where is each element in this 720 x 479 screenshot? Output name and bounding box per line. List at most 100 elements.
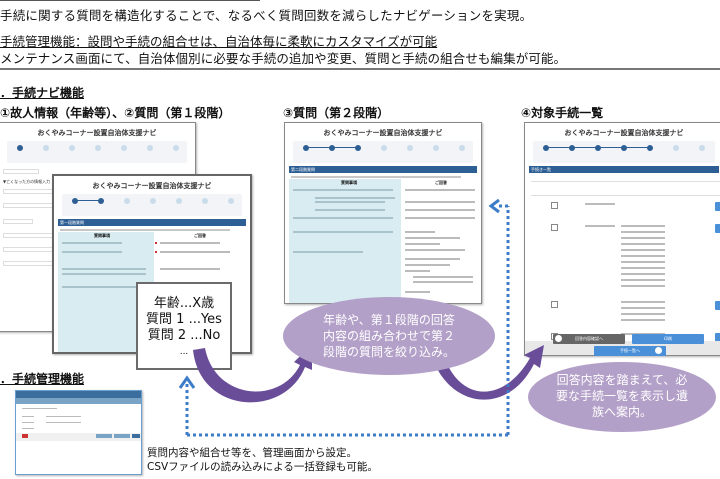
- curved-arrow-1: [193, 345, 312, 403]
- app-title: おくやみコーナー設置自治体支援ナビ: [564, 129, 684, 137]
- admin-action-button[interactable]: [96, 434, 112, 438]
- answer-options[interactable]: [405, 189, 475, 191]
- caption-step3: ③質問（第２段階）: [283, 106, 390, 120]
- step-dot: [647, 145, 653, 151]
- print-button[interactable]: 印刷: [632, 334, 704, 344]
- step-dot: [303, 145, 309, 151]
- callout-q1: 質問 1 ...Yes: [146, 312, 222, 327]
- step-dot: [355, 145, 361, 151]
- answer-checkbox[interactable]: [405, 243, 440, 245]
- admin-header: [16, 391, 141, 398]
- step-dot: [150, 198, 156, 204]
- answer-checkbox[interactable]: [405, 249, 465, 251]
- app-title: おくやみコーナー設置自治体支援ナビ: [92, 182, 212, 190]
- admin-note: 質問内容や組合せ等を、管理画面から設定。 CSVファイルの読み込みによる一括登録…: [147, 447, 378, 473]
- answer-options[interactable]: [405, 201, 475, 203]
- management-heading: 手続管理機能：設問や手続の組合せは、自治体毎に柔軟にカスタマイズが可能: [0, 34, 438, 49]
- question-header: 質問事項: [94, 233, 110, 238]
- step-dot: [433, 145, 439, 151]
- step-dot: [329, 145, 335, 151]
- section-band: 手続き一覧: [529, 166, 719, 173]
- procedure-checkbox[interactable]: [551, 224, 558, 231]
- admin-save-button[interactable]: [132, 434, 140, 438]
- screenshot-procedure-list: おくやみコーナー設置自治体支援ナビ 手続き一覧: [524, 122, 720, 356]
- step-dot: [621, 145, 627, 151]
- delete-button[interactable]: [22, 434, 28, 438]
- step-dot: [69, 145, 75, 151]
- top-rule: [0, 0, 260, 1]
- answer-checkbox[interactable]: [405, 237, 460, 239]
- answer-options[interactable]: [160, 242, 220, 244]
- step-dot: [124, 198, 130, 204]
- answer-checkbox[interactable]: [405, 258, 460, 260]
- step-dot: [121, 145, 127, 151]
- step-indicator: [62, 194, 242, 216]
- procedure-list-bubble: 回答内容を踏まえて、必 要な手続一覧を表示し遺 族へ案内。: [528, 362, 716, 432]
- app-title: おくやみコーナー設置自治体支援ナビ: [323, 129, 443, 137]
- admin-breadcrumb: [16, 398, 141, 404]
- admin-action-button[interactable]: [114, 434, 130, 438]
- procedure-detail-button[interactable]: [715, 301, 720, 310]
- app-title: おくやみコーナー設置自治体支援ナビ: [37, 129, 157, 137]
- step-dot: [543, 145, 549, 151]
- answer-summary-callout: 年齢...X歳 質問 1 ...Yes 質問 2 ...No ...: [136, 282, 232, 370]
- answer-header: ご回答: [194, 233, 206, 238]
- callout-q2: 質問 2 ...No: [147, 328, 221, 343]
- step-dot: [17, 145, 23, 151]
- stage2-filter-bubble: 年齢や、第１段階の回答 内容の組み合わせで第２ 段階の質問を絞り込み。: [283, 297, 495, 375]
- step-dot: [176, 198, 182, 204]
- arrow-up-icon: [178, 375, 196, 389]
- step-dot: [381, 145, 387, 151]
- answer-checkbox[interactable]: [405, 291, 430, 293]
- section-divider: [0, 68, 720, 70]
- arrow-left-icon: [488, 198, 500, 214]
- callout-more: ...: [179, 347, 189, 357]
- callout-age: 年齢...X歳: [153, 296, 215, 311]
- procedure-detail-button[interactable]: [715, 333, 720, 342]
- answer-options[interactable]: [405, 217, 475, 219]
- step-dot: [595, 145, 601, 151]
- step-indicator: [533, 141, 715, 163]
- step-dot: [407, 145, 413, 151]
- screenshot-admin: [15, 390, 142, 475]
- caption-step12: ①故人情報（年齢等）、②質問（第１段階）: [0, 106, 231, 120]
- procedure-checkbox[interactable]: [551, 301, 558, 308]
- step-dot: [95, 145, 101, 151]
- next-list-button[interactable]: 手続一覧へ: [594, 346, 666, 356]
- screenshot-question-stage2: おくやみコーナー設置自治体支援ナビ 第二段階質問 質問事項 ご回答: [284, 122, 482, 304]
- form-input[interactable]: [3, 169, 39, 174]
- step-dot: [569, 145, 575, 151]
- section-band: 第一段階質問: [58, 219, 246, 226]
- procedure-checkbox[interactable]: [551, 202, 558, 209]
- step-dot: [699, 145, 705, 151]
- answer-checkbox[interactable]: [405, 231, 435, 233]
- back-to-confirm-button[interactable]: 回答内容確認へ: [553, 334, 625, 344]
- procedure-detail-button[interactable]: [715, 224, 720, 233]
- step-indicator: [7, 141, 187, 163]
- form-section-label: ▼亡くなった方の情報入力: [3, 179, 51, 184]
- curved-arrow-2: [428, 340, 544, 400]
- step-dot: [72, 198, 78, 204]
- step-indicator: [293, 141, 473, 163]
- step-dot: [98, 198, 104, 204]
- answer-options[interactable]: [405, 209, 475, 211]
- step-dot: [43, 145, 49, 151]
- section-band: 第二段階質問: [289, 166, 477, 173]
- procedure-detail-button[interactable]: [715, 202, 720, 211]
- answer-options[interactable]: [160, 268, 220, 270]
- section2-title: ．手続管理機能: [0, 372, 85, 386]
- step-dot: [673, 145, 679, 151]
- section1-title: ．手続ナビ機能: [0, 86, 85, 100]
- intro-text-1: 手続に関する質問を構造化することで、なるべく質問回数を減らしたナビゲーションを実…: [0, 8, 533, 23]
- step-dot: [202, 198, 208, 204]
- form-select[interactable]: [3, 219, 33, 224]
- answer-checkbox[interactable]: [405, 264, 450, 266]
- answer-checkbox[interactable]: [405, 270, 430, 272]
- step-dot: [147, 145, 153, 151]
- answer-options[interactable]: [160, 251, 230, 253]
- answer-header: ご回答: [435, 180, 447, 185]
- step-dot: [173, 145, 179, 151]
- step-dot: [459, 145, 465, 151]
- question-header: 質問事項: [341, 180, 357, 185]
